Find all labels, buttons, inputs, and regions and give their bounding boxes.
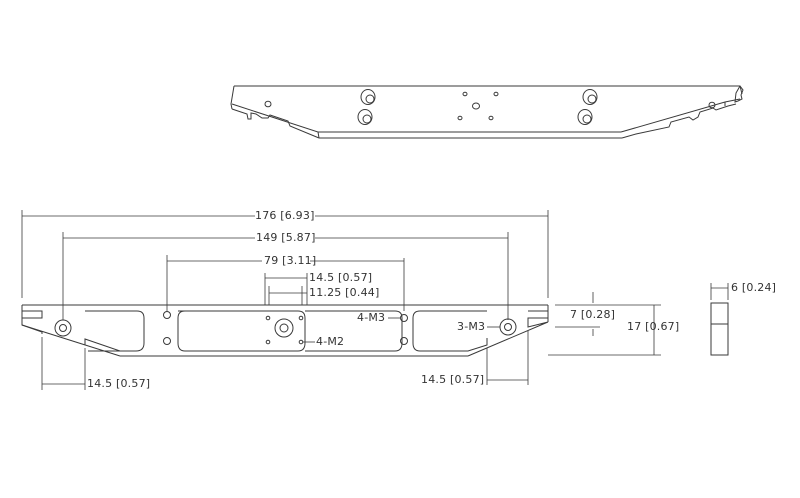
dim-right-end-offset: 14.5 [0.57] bbox=[421, 373, 485, 386]
dim-inner-hole-spacing: 79 [3.11] bbox=[264, 254, 317, 267]
dim-overall-height: 17 [0.67] bbox=[627, 320, 680, 333]
dim-outer-hole-spacing: 149 [5.87] bbox=[256, 231, 316, 244]
callout-m3-center: 4-M3 bbox=[357, 311, 386, 324]
dim-left-end-offset: 14.5 [0.57] bbox=[87, 377, 151, 390]
dim-overall-length: 176 [6.93] bbox=[255, 209, 315, 222]
dim-m2-spacing-outer: 14.5 [0.57] bbox=[309, 271, 373, 284]
dimension-lines bbox=[21, 210, 661, 390]
dim-m2-spacing-inner: 11.25 [0.44] bbox=[309, 286, 380, 299]
end-view bbox=[710, 283, 729, 356]
isometric-view bbox=[230, 85, 744, 139]
side-view bbox=[21, 304, 549, 357]
callout-m2-center: 4-M2 bbox=[316, 335, 345, 348]
callout-m3-right: 3-M3 bbox=[457, 320, 486, 333]
dim-thickness: 6 [0.24] bbox=[731, 281, 777, 294]
dim-hole-height: 7 [0.28] bbox=[570, 308, 616, 321]
